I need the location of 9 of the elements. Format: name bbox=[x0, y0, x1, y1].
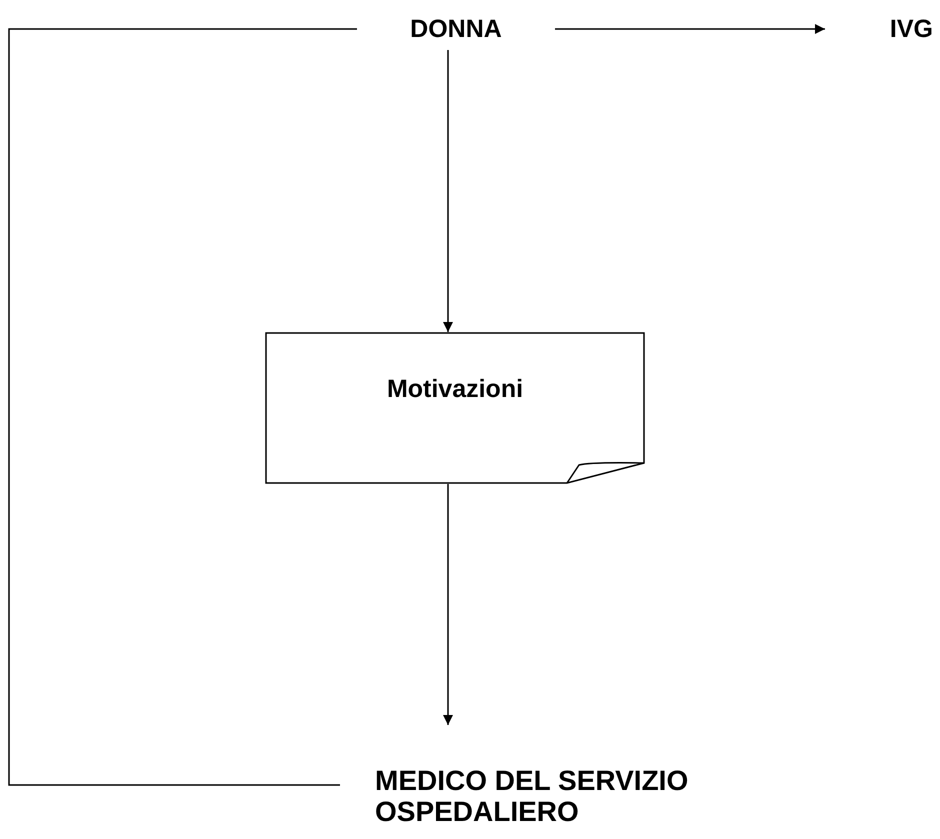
connector-line bbox=[8, 28, 357, 786]
arrow bbox=[443, 50, 453, 332]
node-label: DONNA bbox=[410, 14, 502, 44]
arrow bbox=[555, 24, 825, 34]
note-box bbox=[265, 332, 645, 484]
node-label: IVG bbox=[890, 14, 933, 44]
node-label: MEDICO DEL SERVIZIO OSPEDALIERO bbox=[375, 765, 690, 827]
node-label: Motivazioni bbox=[386, 374, 524, 405]
arrow bbox=[443, 484, 453, 725]
